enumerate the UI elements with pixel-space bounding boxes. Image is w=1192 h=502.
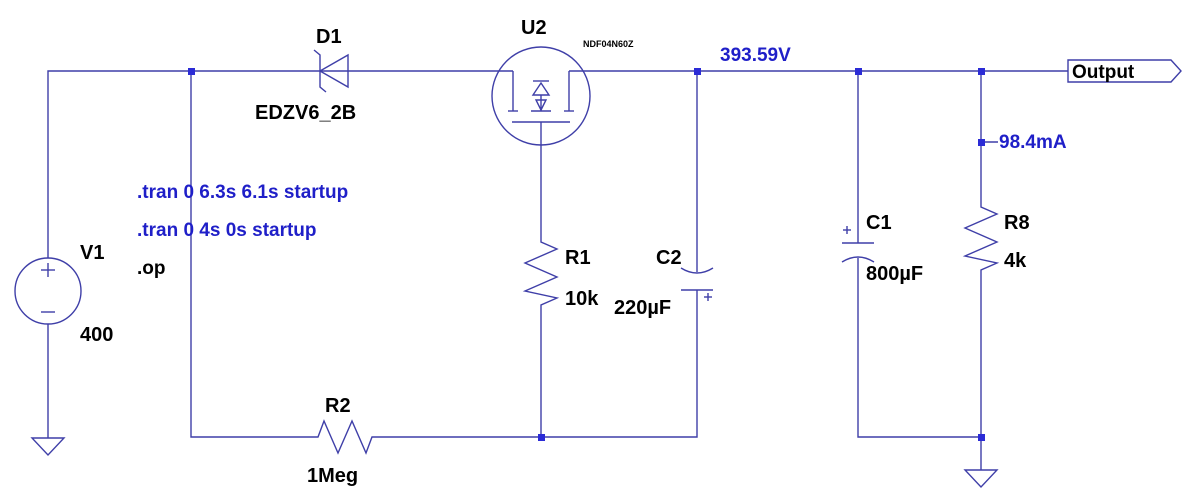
capacitor-c2[interactable]: C2 220µF <box>614 247 714 319</box>
r2-ref-label: R2 <box>325 395 351 417</box>
c2-ref-label: C2 <box>656 247 682 269</box>
ground-icon <box>30 437 66 457</box>
output-port-label: Output <box>1072 62 1135 83</box>
d1-ref-label: D1 <box>316 26 342 48</box>
spice-directive[interactable]: .op <box>137 258 166 279</box>
junction-dot <box>855 68 862 75</box>
junction-dot <box>188 68 195 75</box>
wire-left-r2[interactable] <box>190 71 310 438</box>
junction-dot <box>978 434 985 441</box>
capacitor-plate-curved <box>680 267 714 274</box>
mosfet-arrow-icon <box>534 99 548 112</box>
capacitor-c1[interactable]: C1 800µF <box>841 212 923 285</box>
spice-directive[interactable]: .tran 0 6.3s 6.1s startup <box>137 182 348 203</box>
resistor-icon <box>962 202 1000 275</box>
resistor-r8[interactable]: R8 4k <box>962 202 1030 275</box>
resistor-r2[interactable]: R2 1Meg <box>307 395 378 487</box>
c2-value-label: 220µF <box>614 297 671 319</box>
node-voltage-readout: 393.59V <box>720 45 791 66</box>
resistor-icon <box>522 237 560 310</box>
d1-value-label: EDZV6_2B <box>255 102 356 124</box>
junctions <box>188 68 985 441</box>
r8-value-label: 4k <box>1004 250 1027 272</box>
v1-ref-label: V1 <box>80 242 104 264</box>
c1-ref-label: C1 <box>866 212 892 234</box>
capacitor-plate-curved <box>841 256 875 263</box>
r1-ref-label: R1 <box>565 247 591 269</box>
mosfet-u2[interactable]: U2 NDF04N60Z <box>491 17 634 146</box>
ground-symbol-left <box>30 437 66 457</box>
u2-model-label: NDF04N60Z <box>583 39 634 49</box>
port-flag-icon <box>1067 59 1182 83</box>
output-port[interactable]: Output <box>1067 59 1182 83</box>
wire-v1-top[interactable] <box>47 70 316 258</box>
spice-directive[interactable]: .tran 0 4s 0s startup <box>137 220 317 241</box>
wire-c1-bottom[interactable] <box>857 258 981 438</box>
r8-ref-label: R8 <box>1004 212 1030 234</box>
ground-symbol-right <box>963 469 999 489</box>
junction-dot <box>978 139 985 146</box>
resistor-icon <box>310 419 378 455</box>
body-diode-icon <box>531 81 551 96</box>
resistor-r1[interactable]: R1 10k <box>522 237 599 310</box>
voltage-source-icon <box>14 257 82 325</box>
r2-value-label: 1Meg <box>307 465 358 487</box>
mosfet-body-icon <box>491 46 591 146</box>
ground-icon <box>963 469 999 489</box>
v1-value-label: 400 <box>80 324 113 346</box>
diode-d1[interactable]: D1 EDZV6_2B <box>255 26 356 124</box>
spice-directives: .tran 0 6.3s 6.1s startup .tran 0 4s 0s … <box>137 182 348 279</box>
branch-current-readout: 98.4mA <box>999 132 1067 153</box>
zener-bar-icon <box>313 49 327 93</box>
diode-triangle-icon <box>318 53 349 89</box>
junction-dot <box>694 68 701 75</box>
junction-dot <box>978 68 985 75</box>
voltage-source-v1[interactable]: V1 400 <box>14 242 113 346</box>
junction-dot <box>538 434 545 441</box>
u2-ref-label: U2 <box>521 17 547 39</box>
r1-value-label: 10k <box>565 288 599 310</box>
wire-c2-bottom[interactable] <box>541 290 698 438</box>
c1-value-label: 800µF <box>866 263 923 285</box>
